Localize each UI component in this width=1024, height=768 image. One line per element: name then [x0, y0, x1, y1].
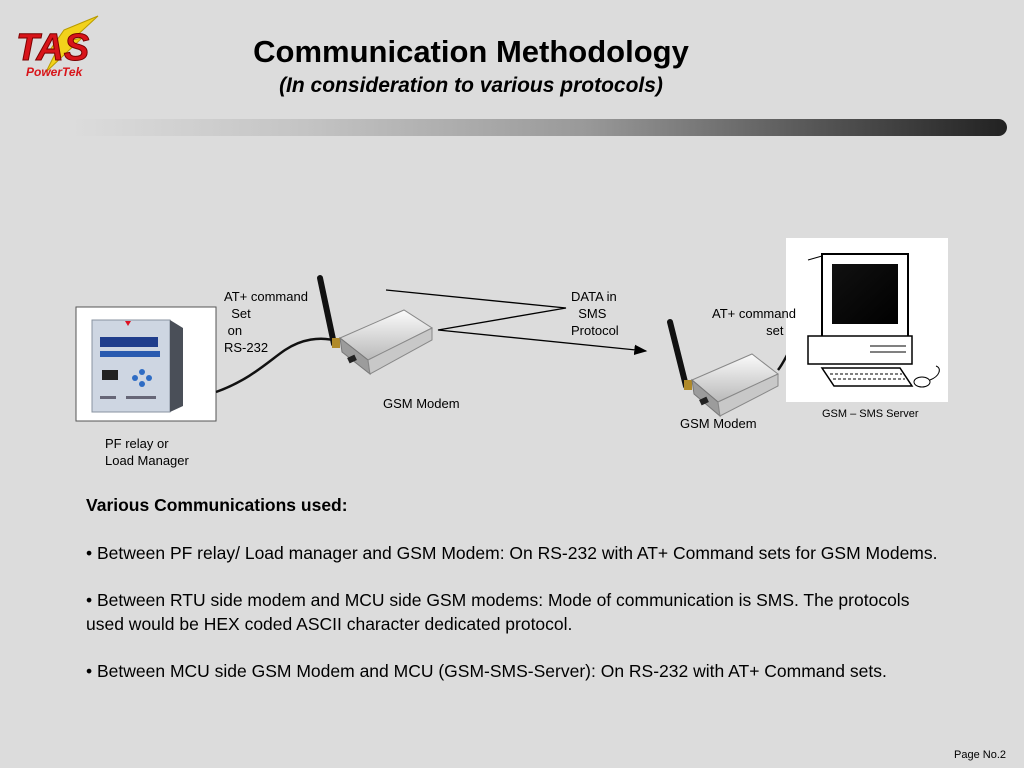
- section-heading: Various Communications used:: [86, 495, 348, 515]
- gsm-modem-right: [667, 319, 779, 418]
- label-pf-relay: PF relay or Load Manager: [105, 436, 189, 468]
- page-subtitle: (In consideration to various protocols): [279, 74, 663, 97]
- gsm-modem-left: [317, 275, 434, 376]
- title-divider-bar: [70, 119, 1007, 136]
- communications-description: Various Communications used: • Between P…: [86, 494, 946, 708]
- bullet-item: • Between RTU side modem and MCU side GS…: [86, 590, 910, 634]
- label-data-in-sms: DATA in SMS Protocol: [571, 289, 619, 338]
- page-title: Communication Methodology: [253, 34, 689, 69]
- logo-graphic: TAS PowerTek: [16, 15, 99, 79]
- label-at-command-set: AT+ command set: [712, 306, 796, 338]
- communication-diagram: AT+ command Set on RS-232 DATA in SMS Pr…: [0, 220, 1024, 480]
- gsm-sms-server-computer: [786, 238, 948, 402]
- pf-relay-device: [75, 306, 217, 422]
- page-number: Page No.2: [954, 749, 1006, 761]
- bullet-item: • Between MCU side GSM Modem and MCU (GS…: [86, 661, 887, 681]
- label-at-command-rs232: AT+ command Set on RS-232: [224, 289, 308, 355]
- label-gsm-modem-left: GSM Modem: [383, 396, 460, 411]
- logo-subtext: PowerTek: [26, 65, 84, 79]
- label-gsm-sms-server: GSM – SMS Server: [822, 408, 919, 420]
- tas-powertek-logo: TAS PowerTek: [6, 14, 102, 80]
- label-gsm-modem-right: GSM Modem: [680, 416, 757, 431]
- bullet-item: • Between PF relay/ Load manager and GSM…: [86, 542, 938, 563]
- logo-letters: TAS: [16, 27, 89, 69]
- diagram-graphics: [75, 238, 948, 422]
